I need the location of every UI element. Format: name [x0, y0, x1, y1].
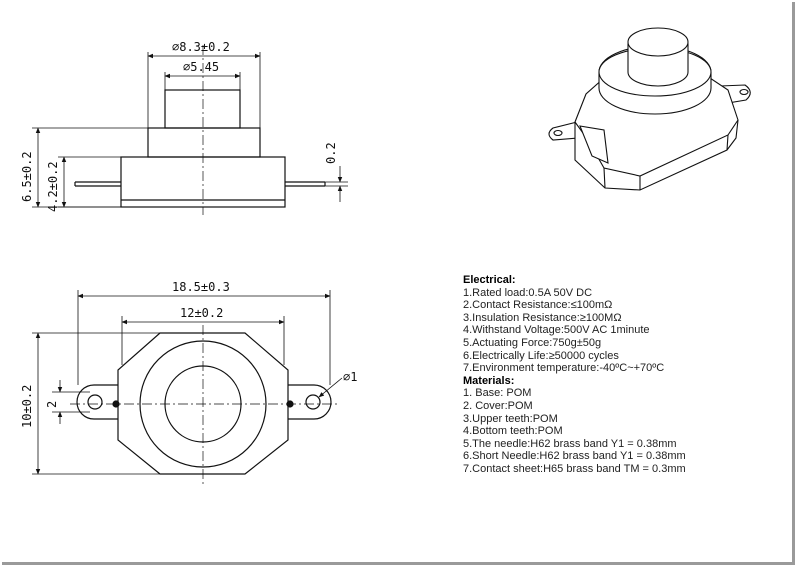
side-cover — [147, 127, 261, 158]
side-view-dimensions — [32, 52, 348, 208]
materials-item: 3.Upper teeth:POM — [463, 412, 558, 425]
electrical-item: 1.Rated load:0.5A 50V DC — [463, 286, 593, 299]
materials-item: 5.The needle:H62 brass band Y1 = 0.38mm — [463, 437, 677, 450]
materials-item: 2. Cover:POM — [463, 399, 533, 412]
dim-hole-diameter: ⌀1 — [343, 370, 357, 384]
materials-heading: Materials: — [463, 374, 515, 387]
electrical-item: 3.Insulation Resistance:≥100MΩ — [463, 311, 622, 324]
hole-left — [87, 394, 103, 410]
electrical-item: 6.Electrically Life:≥50000 cycles — [463, 349, 619, 362]
top-view — [76, 332, 332, 475]
electrical-item: 4.Withstand Voltage:500V AC 1minute — [463, 324, 650, 337]
outer-ring — [139, 340, 267, 468]
spec-panel: Electrical: 1.Rated load:0.5A 50V DC 2.C… — [463, 274, 783, 476]
electrical-item: 5.Actuating Force:750g±50g — [463, 336, 602, 349]
dim-tab-thickness: 0.2 — [324, 142, 338, 164]
ear-right — [276, 384, 332, 420]
dim-pin-spacing: 2 — [45, 401, 59, 408]
dim-body-depth: 10±0.2 — [20, 385, 34, 428]
ear-left — [76, 384, 130, 420]
electrical-item: 7.Environment temperature:-40ºC~+70ºC — [463, 362, 665, 375]
electrical-item: 2.Contact Resistance:≤100mΩ — [463, 299, 613, 312]
hole-right — [305, 394, 321, 410]
side-view — [74, 45, 326, 215]
top-view-dimensions — [32, 290, 343, 484]
dim-overall-width: 18.5±0.3 — [172, 280, 230, 294]
dim-body-height: 4.2±0.2 — [46, 161, 60, 212]
dim-top-inner-diameter: ⌀5.45 — [183, 60, 219, 74]
dim-body-width: 12±0.2 — [180, 306, 223, 320]
iso-contact-clip — [579, 125, 609, 164]
side-button — [164, 89, 241, 129]
materials-item: 4.Bottom teeth:POM — [463, 425, 563, 438]
electrical-heading: Electrical: — [463, 274, 516, 286]
materials-item: 7.Contact sheet:H65 brass band TM = 0.3m… — [463, 462, 686, 475]
dim-top-outer-diameter: ⌀8.3±0.2 — [172, 40, 230, 54]
materials-item: 1. Base: POM — [463, 387, 532, 400]
isometric-view — [548, 27, 751, 191]
materials-item: 6.Short Needle:H62 brass band Y1 = 0.38m… — [463, 450, 686, 463]
dim-total-height: 6.5±0.2 — [20, 151, 34, 202]
